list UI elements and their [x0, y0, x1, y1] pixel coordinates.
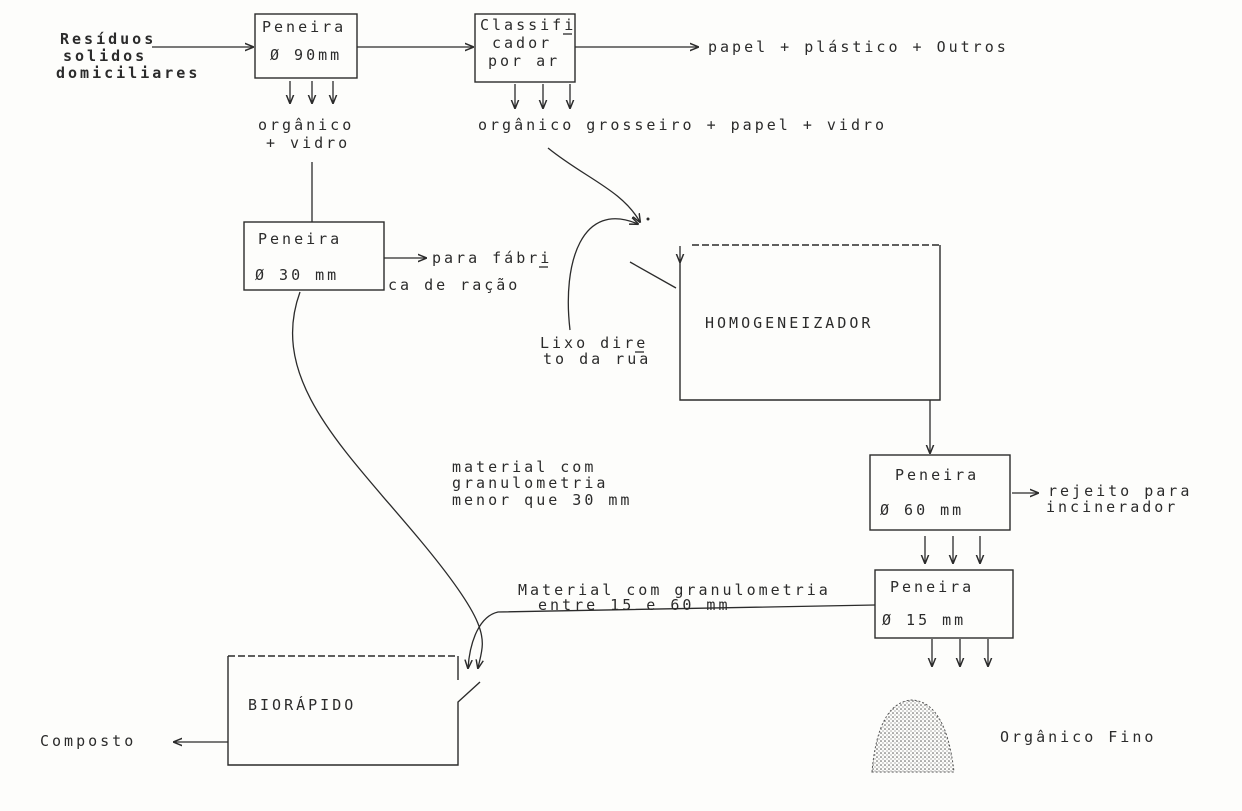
- arrow-sieve-15-to-bioreactor: [468, 605, 875, 668]
- heavy-output-label: orgânico grosseiro + papel + vidro: [478, 116, 887, 134]
- sieve-90-output-arrows: [290, 81, 333, 103]
- homogenizer-inlet-line: [630, 262, 676, 288]
- light-output-label: papel + plástico + Outros: [708, 38, 1009, 56]
- source-label-line-2: solidos: [63, 47, 147, 65]
- sieve-90-title: Peneira: [262, 18, 346, 36]
- street-waste-label-line-2: to da rua: [543, 350, 651, 368]
- air-classifier-label-line-2: cador: [492, 34, 552, 52]
- sieve-60-output-arrows: [925, 536, 980, 563]
- classifier-output-arrows: [515, 84, 570, 108]
- reject-label-line-2: incinerador: [1046, 498, 1178, 516]
- organic-pile-icon: [872, 700, 954, 772]
- bioreactor-label: BIORÁPIDO: [248, 695, 356, 714]
- compost-label: Composto: [40, 732, 136, 750]
- mid-fraction-label-line-2: entre 15 e 60 mm: [538, 596, 731, 614]
- sieve-60-title: Peneira: [895, 466, 979, 484]
- source-label-line-1: Resíduos: [60, 30, 156, 48]
- fines-label-line-3: menor que 30 mm: [452, 491, 632, 509]
- sieve-15-output-arrows: [932, 639, 988, 666]
- fine-organic-label: Orgânico Fino: [1000, 728, 1156, 746]
- sieve-15-size: Ø 15 mm: [882, 611, 966, 629]
- curve-street-waste-to-homogenizer: [568, 219, 638, 330]
- sieve-15-title: Peneira: [890, 578, 974, 596]
- air-classifier-label-line-3: por ar: [488, 52, 560, 70]
- sieve-30-size: Ø 30 mm: [255, 266, 339, 284]
- fines-label-line-2: granulometria: [452, 474, 608, 492]
- sieve-90-size: Ø 90mm: [270, 46, 342, 64]
- feed-factory-label-line-1: para fábri: [432, 249, 552, 267]
- curve-heavy-output-to-homogenizer: [548, 148, 640, 222]
- sieve-30-title: Peneira: [258, 230, 342, 248]
- sieve-90-output-label-line-2: + vidro: [266, 134, 350, 152]
- sieve-60-size: Ø 60 mm: [880, 501, 964, 519]
- air-classifier-label-line-1: Classifi: [480, 16, 576, 34]
- feed-factory-label-line-2: ca de ração: [388, 276, 520, 294]
- ink-dot: [647, 218, 650, 221]
- homogenizer-label: HOMOGENEIZADOR: [705, 314, 873, 332]
- sieve-90-output-label-line-1: orgânico: [258, 116, 354, 134]
- source-label-line-3: domiciliares: [56, 64, 200, 82]
